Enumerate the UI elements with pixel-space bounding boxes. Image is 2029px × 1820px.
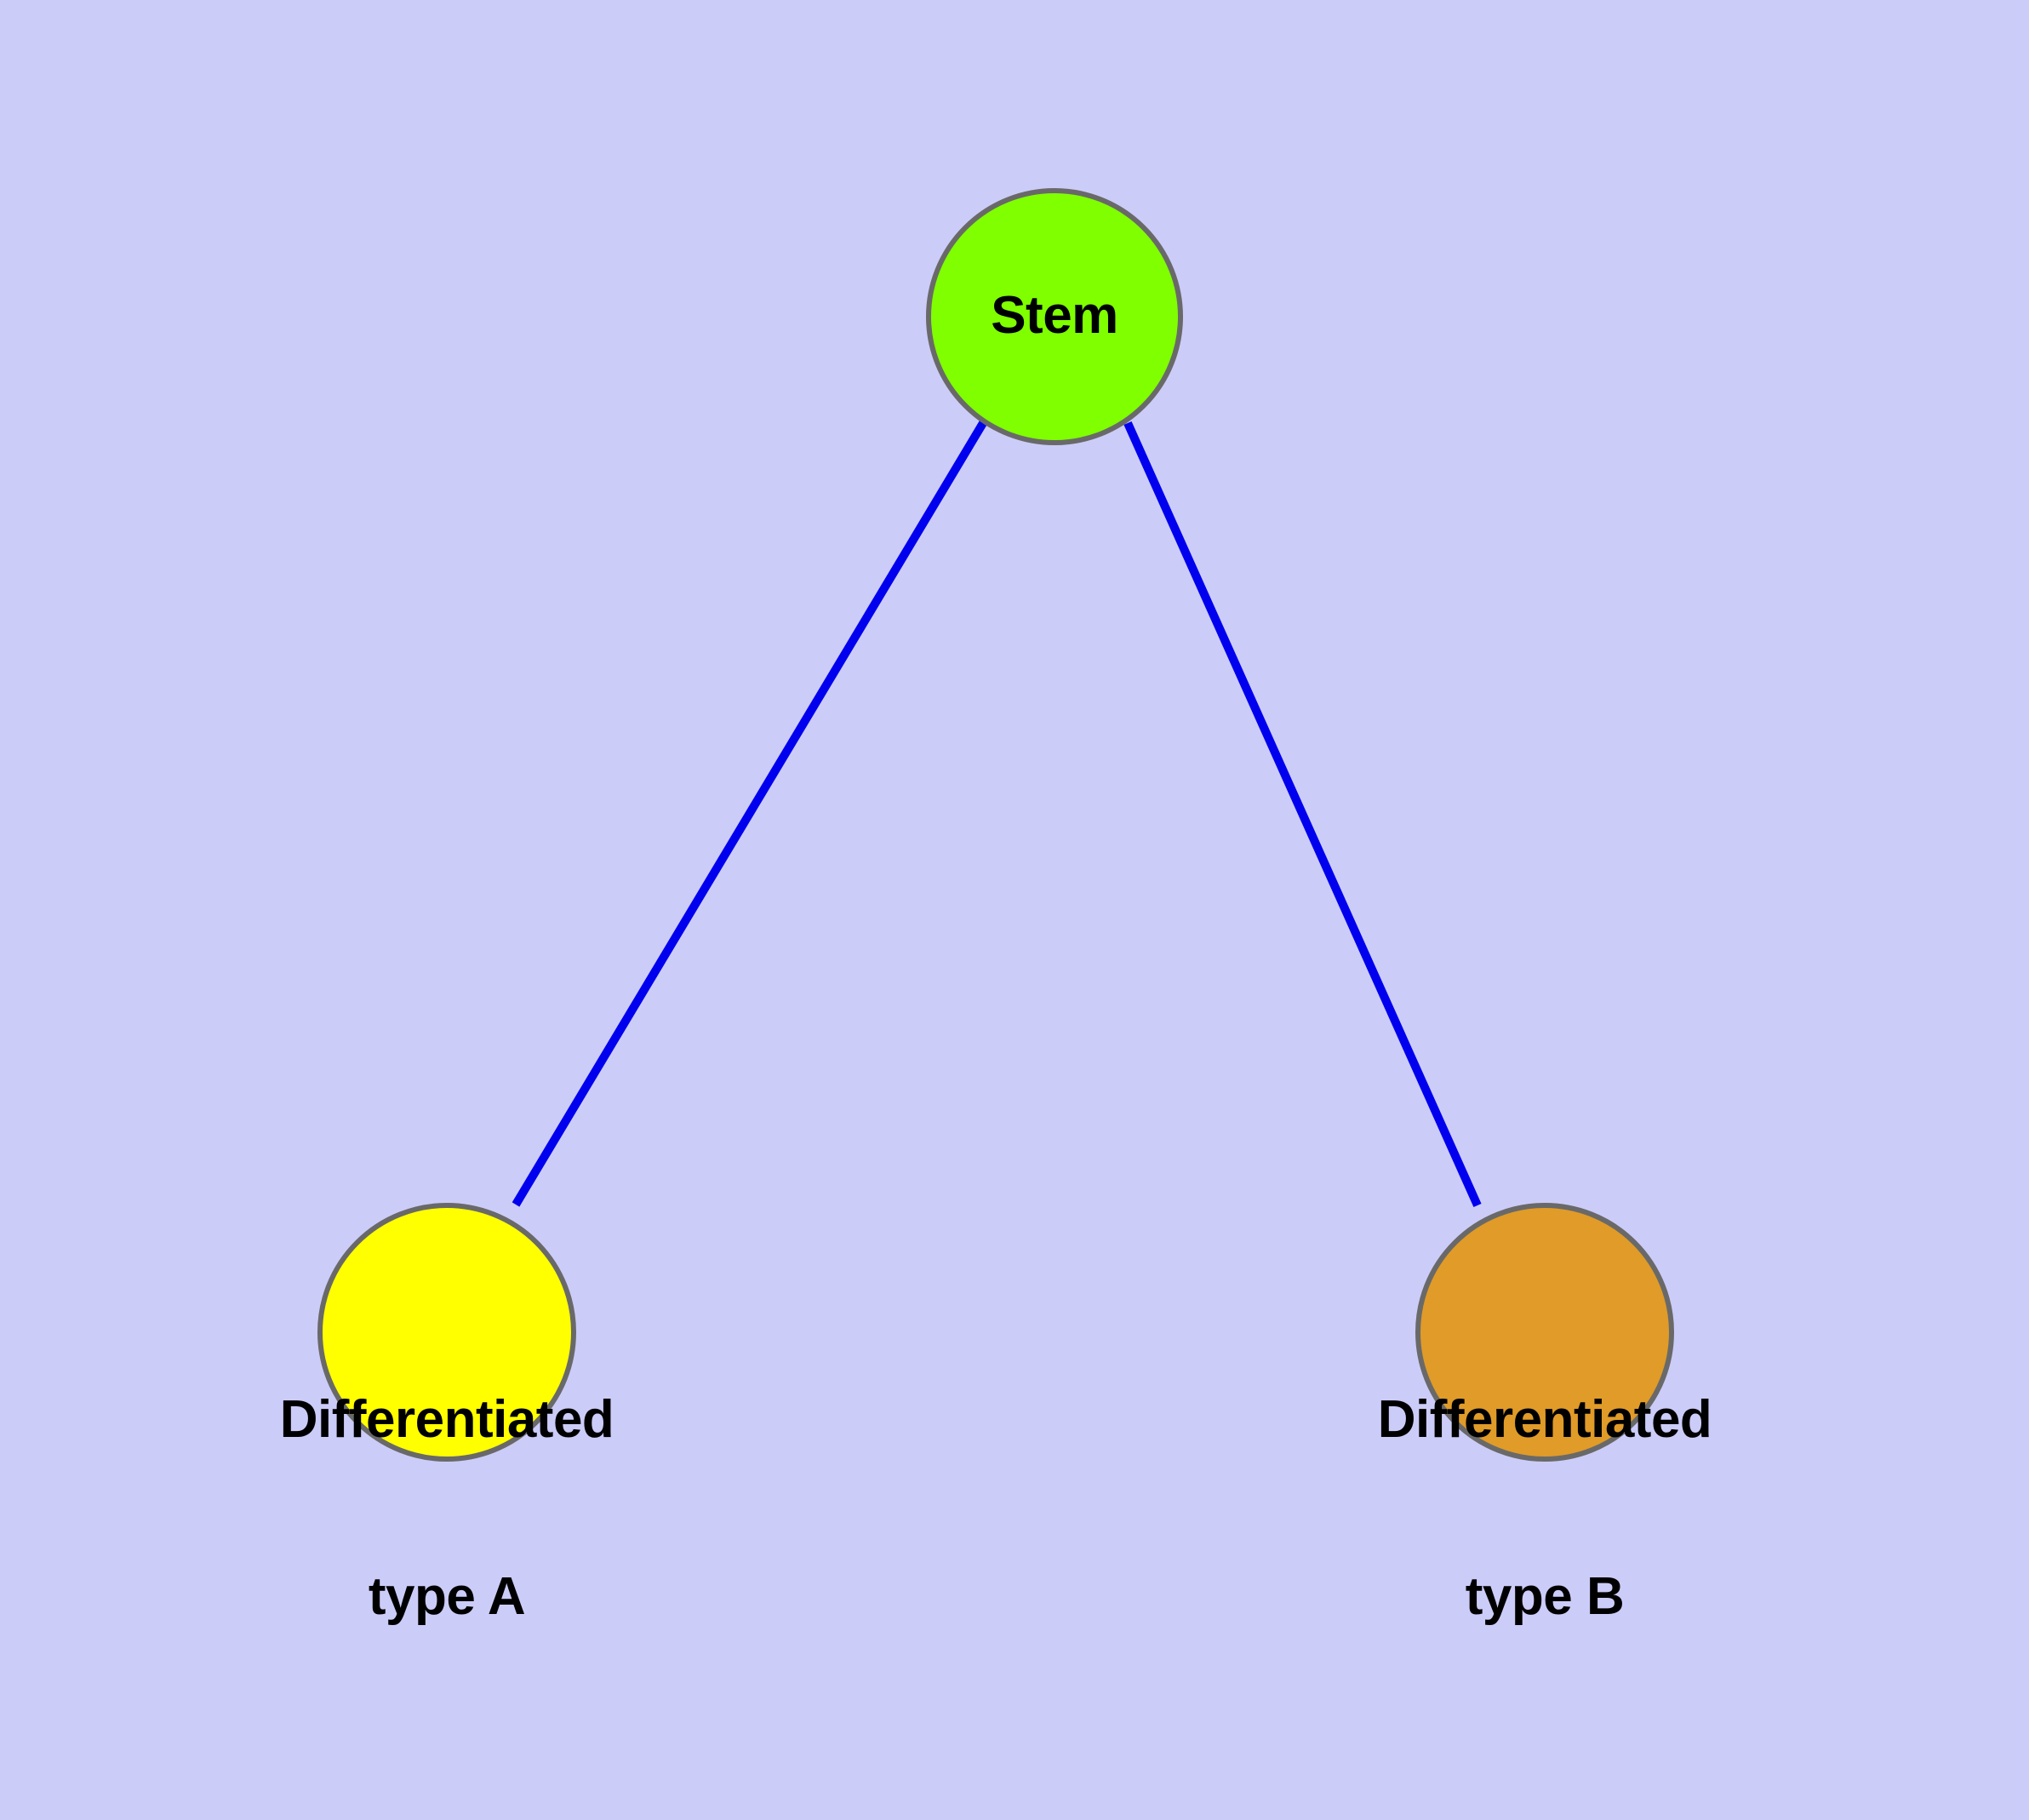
edge-stem-to-differentiated-type-a [512, 421, 987, 1207]
node-differentiated-type-a[interactable] [317, 1203, 576, 1462]
node-stem[interactable] [926, 188, 1183, 445]
node-differentiated-type-b[interactable] [1415, 1203, 1674, 1462]
edge-stem-to-differentiated-type-b [1123, 421, 1482, 1208]
